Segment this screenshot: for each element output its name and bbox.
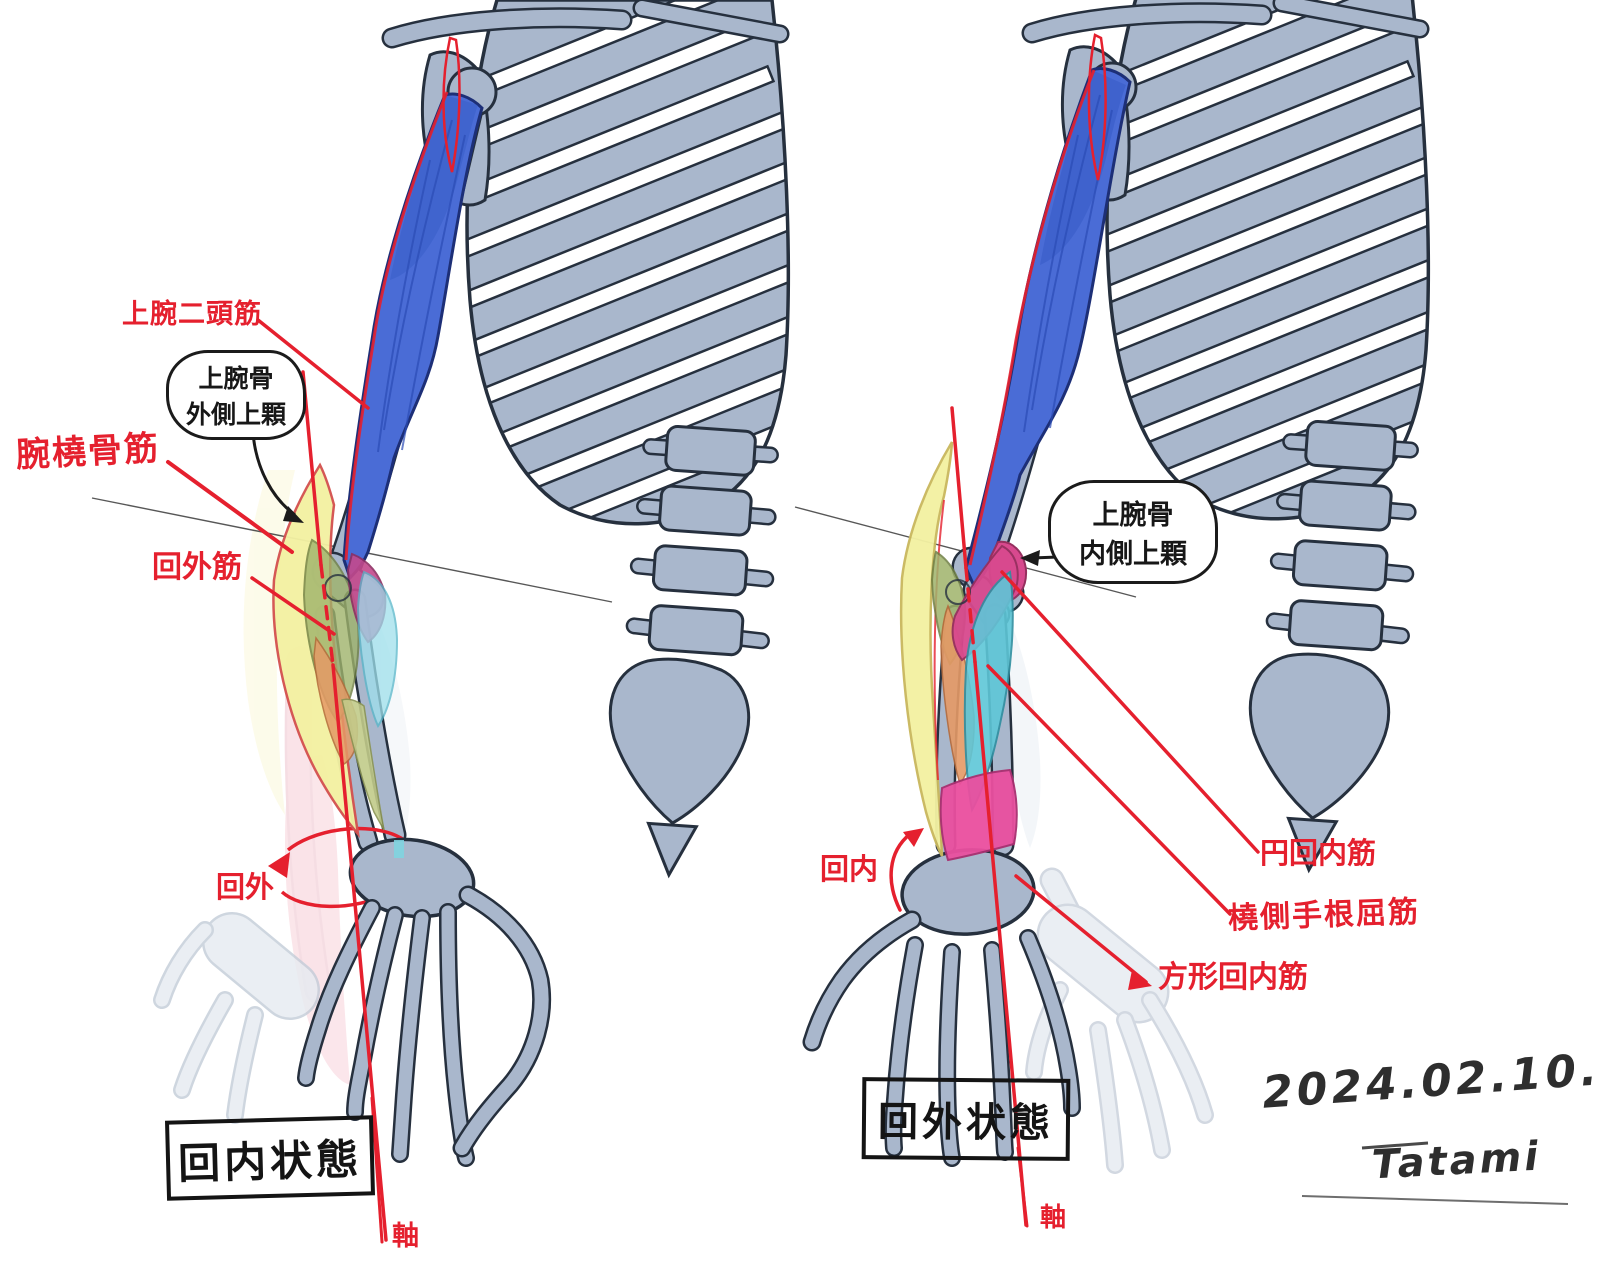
- annotations-right: [889, 406, 1260, 1228]
- biceps-muscle: [342, 92, 484, 581]
- ghost-hand-left: [153, 912, 320, 1124]
- hand-pronated: [297, 837, 552, 1167]
- thumb: [452, 885, 552, 1158]
- supinator-leader: [250, 576, 336, 636]
- fcr-leader: [986, 664, 1232, 916]
- pq-leader: [1014, 874, 1148, 984]
- brachioradialis-muscle: [899, 441, 954, 857]
- signature-lines: [1301, 1141, 1569, 1205]
- axis-line-left: [331, 663, 388, 1242]
- biceps-tendon-outline: [442, 36, 461, 173]
- muscles-right: [899, 33, 1132, 862]
- biceps-leader: [256, 318, 370, 410]
- annotations-left: [166, 318, 388, 1244]
- pronator-quadratus-muscle: [939, 768, 1018, 862]
- muscles-left: [272, 36, 484, 858]
- pronator-teres-leader: [1000, 570, 1260, 854]
- callout-tail-left: [251, 432, 304, 523]
- figure-pronation: [91, 0, 899, 1244]
- brachioradialis-leader: [166, 460, 294, 554]
- figure-supination: [794, 0, 1539, 1228]
- flexor-muscle: [356, 570, 399, 729]
- biceps-tendon-outline: [1087, 33, 1107, 181]
- pronation-arrow: [889, 832, 912, 912]
- axis-line-right: [973, 660, 1028, 1227]
- hand-supinated: [802, 848, 1081, 1167]
